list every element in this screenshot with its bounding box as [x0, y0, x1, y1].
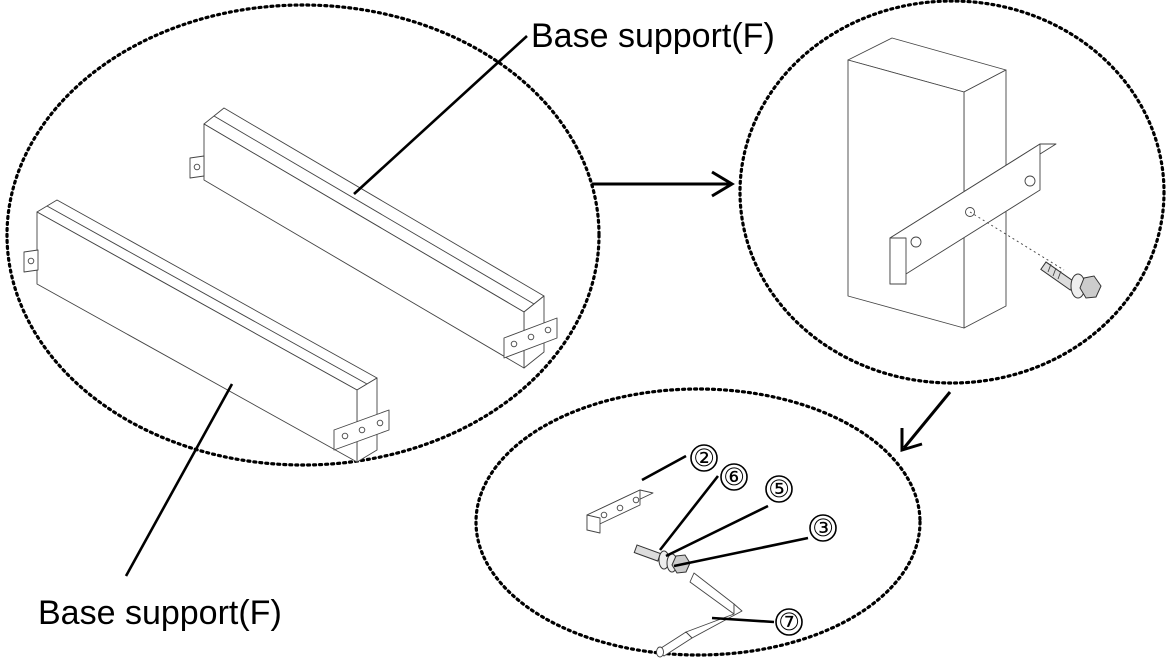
parts-detail-group: ② ⑥ ⑤ ③ ⑦	[474, 387, 922, 658]
svg-text:③: ③	[812, 514, 834, 542]
label-base-support-bottom: Base support(F)	[38, 594, 282, 632]
left-detail-group	[5, 3, 601, 577]
svg-text:⑦: ⑦	[778, 608, 800, 636]
allen-key	[656, 572, 743, 658]
left-detail-boundary	[5, 3, 601, 467]
svg-text:⑤: ⑤	[768, 475, 790, 503]
arrow-to-joint-detail	[592, 170, 735, 198]
connector-plate	[586, 489, 654, 534]
joint-detail-boundary	[738, 0, 1166, 385]
bolt-detail	[1040, 261, 1102, 299]
svg-text:②: ②	[693, 444, 715, 472]
svg-text:⑥: ⑥	[723, 463, 745, 491]
part-number-washer-a: ⑥	[720, 463, 748, 491]
joint-detail-group	[738, 0, 1166, 385]
part-number-plate: ②	[690, 444, 718, 472]
beam-back	[189, 107, 558, 369]
leader-base-support-top	[353, 35, 528, 195]
label-base-support-top: Base support(F)	[531, 17, 775, 55]
part-number-washer-b: ⑤	[765, 475, 793, 503]
arrow-to-parts-detail	[900, 391, 952, 453]
parts-detail-boundary	[474, 387, 922, 657]
beam-front	[23, 199, 390, 463]
leader-base-support-bottom	[124, 383, 234, 577]
part-number-bolt: ③	[809, 514, 837, 542]
part-number-allen-key: ⑦	[775, 608, 803, 636]
